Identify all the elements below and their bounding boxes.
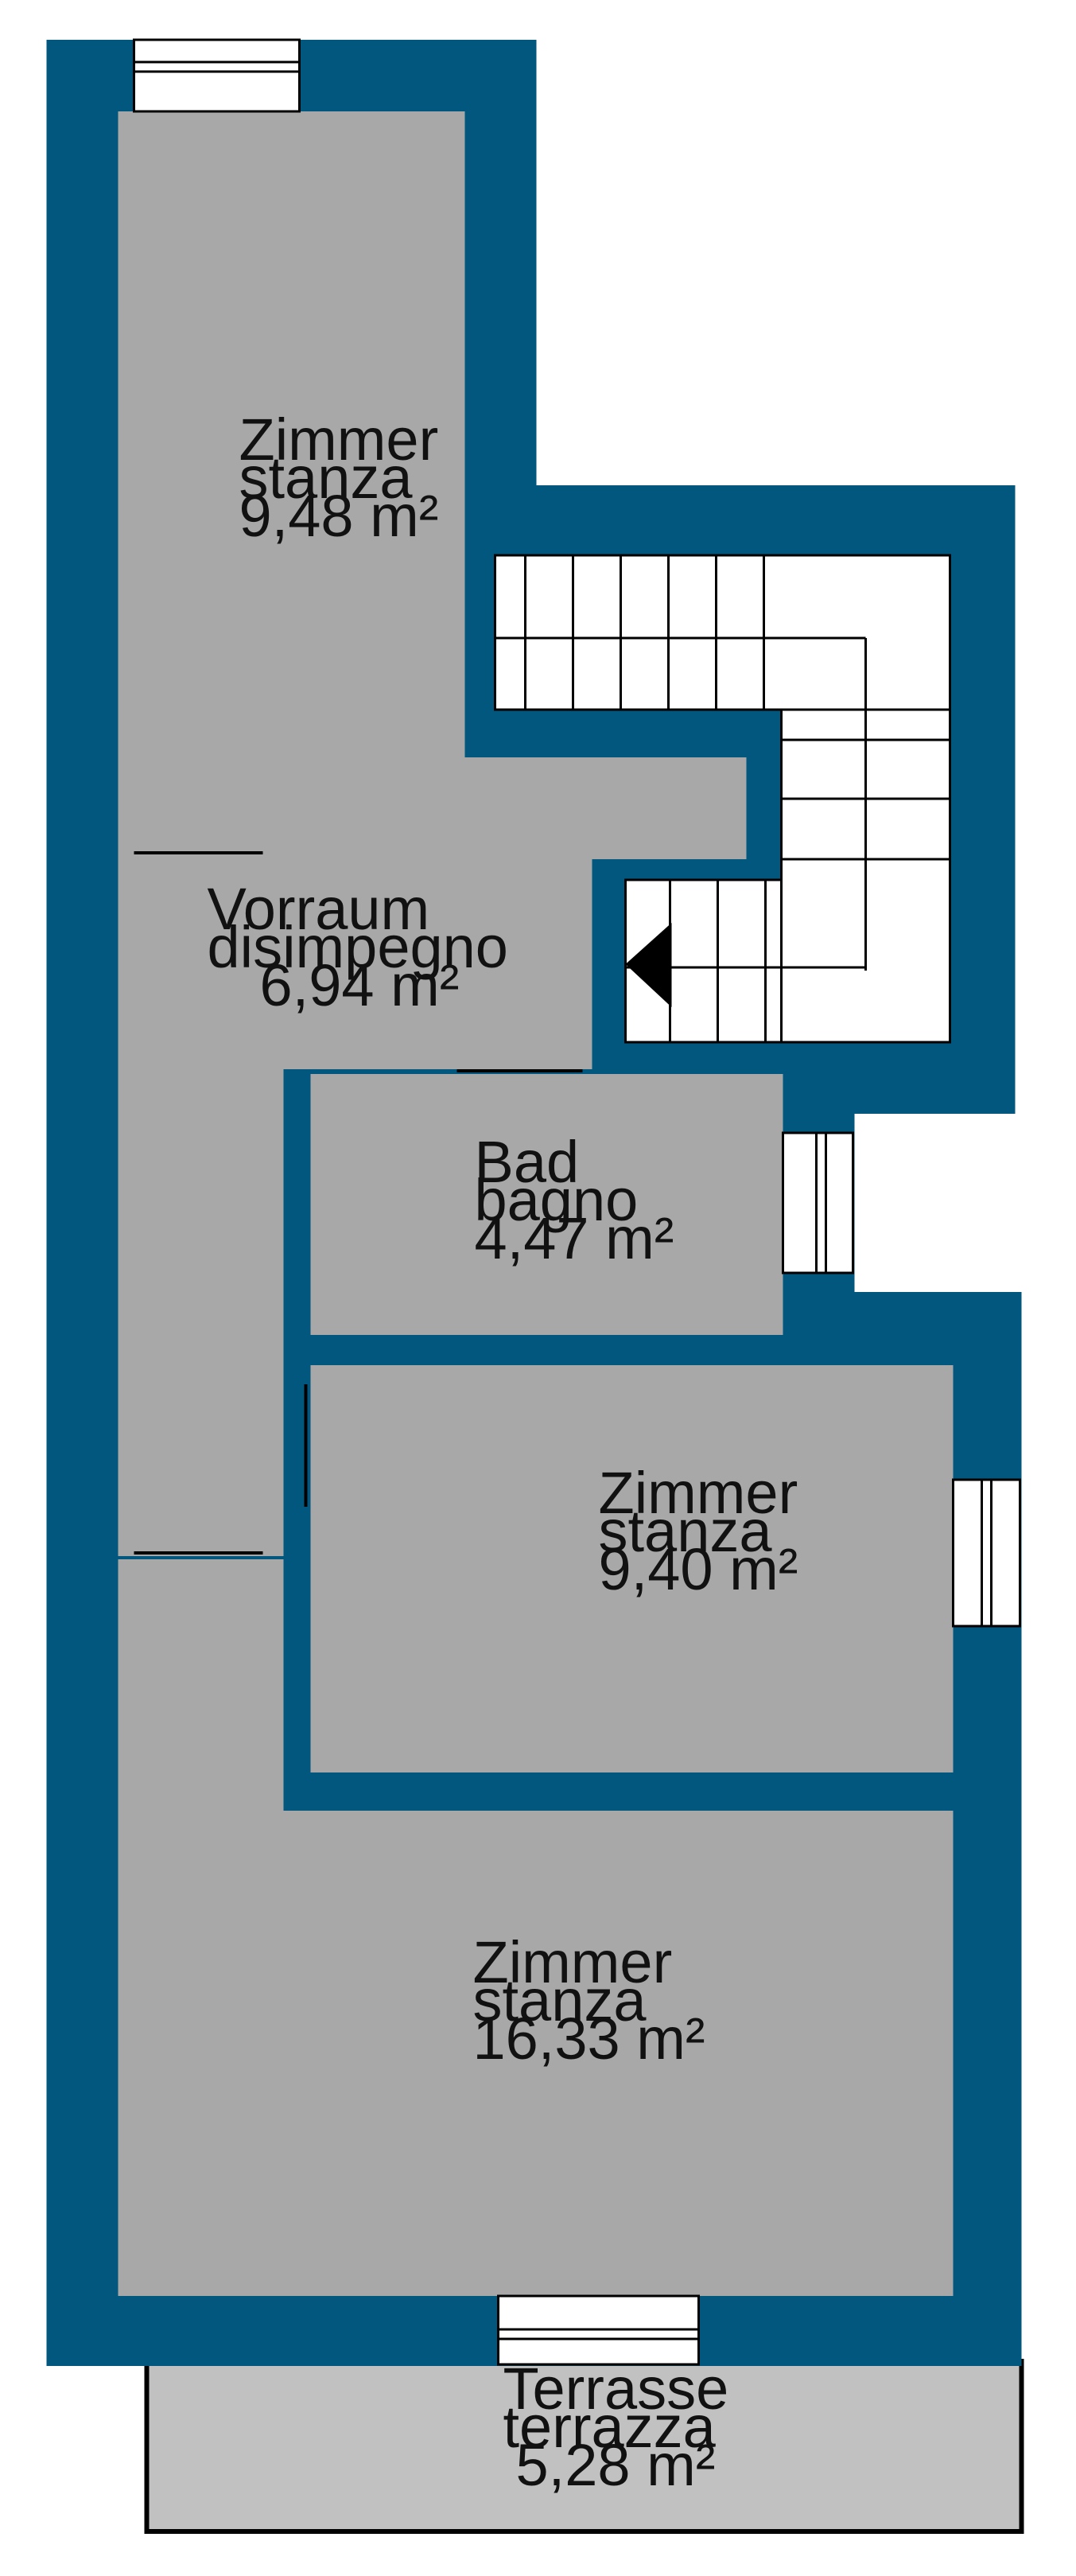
room-label-zimmer-bottom: Zimmer stanza 16,33 m² [473, 1929, 705, 2072]
terrace-area [144, 2359, 1024, 2534]
room-label-vorraum: Vorraum disimpegno 6,94 m² [208, 876, 525, 1018]
doors [134, 851, 583, 1555]
floor-zimmer-bottom [118, 1559, 954, 2296]
floor-zimmer-top [118, 111, 465, 851]
floor-bad [310, 1074, 783, 1335]
room-label-terrasse: Terrasse terrazza 5,28 m² [503, 2356, 745, 2498]
room-label-zimmer-top: Zimmer stanza 9,48 m² [239, 407, 455, 549]
floor-zimmer-middle [310, 1365, 954, 1772]
windows [133, 38, 1021, 2366]
staircase [494, 554, 951, 1044]
floor-vorraum [118, 757, 747, 1556]
window-top [133, 38, 301, 113]
room-label-zimmer-middle: Zimmer stanza 9,40 m² [599, 1460, 814, 1602]
room-label-bad: Bad bagno 4,47 m² [475, 1129, 674, 1271]
